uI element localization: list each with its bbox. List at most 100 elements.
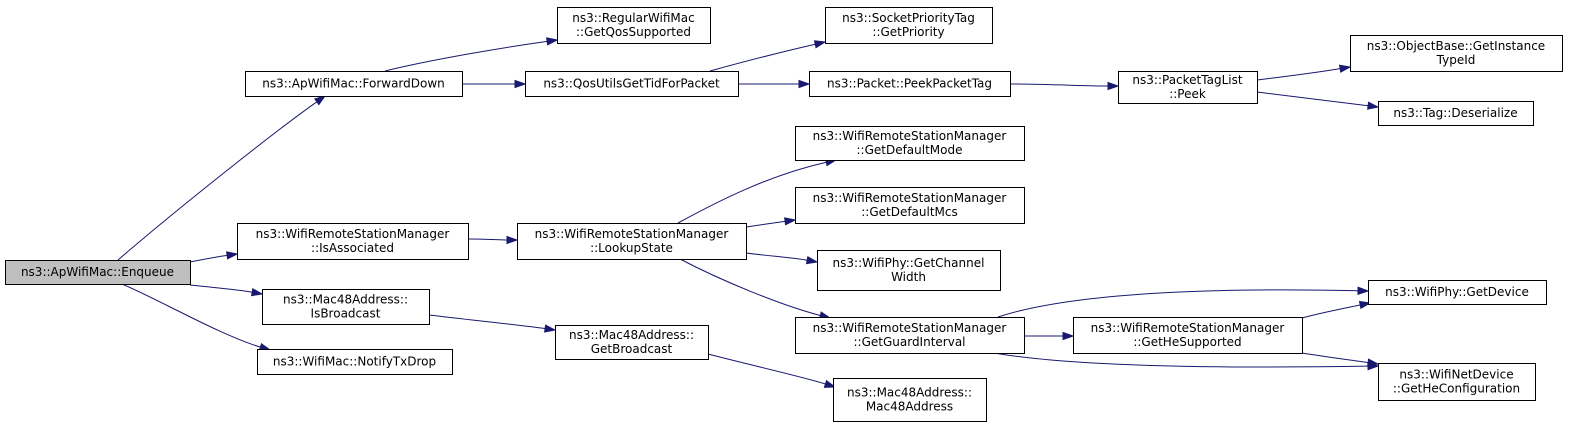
node-getGuardInterval[interactable]: ns3::WifiRemoteStationManager::GetGuardI… — [795, 317, 1025, 354]
node-box — [817, 250, 1001, 291]
node-label: ns3::WifiRemoteStationManager — [813, 191, 1007, 205]
arrowhead-icon — [1107, 81, 1120, 91]
node-label: ns3::WifiRemoteStationManager — [813, 321, 1007, 335]
edge-getTidForPacket-to-getPriority — [709, 40, 827, 72]
node-box — [517, 223, 747, 260]
edge-line — [1256, 68, 1341, 81]
node-enqueue[interactable]: ns3::ApWifiMac::Enqueue — [5, 260, 191, 285]
node-getDefaultMcs[interactable]: ns3::WifiRemoteStationManager::GetDefaul… — [795, 187, 1025, 224]
node-getBroadcast[interactable]: ns3::Mac48Address::GetBroadcast — [555, 325, 709, 360]
edge-line — [709, 43, 816, 72]
arrowhead-icon — [1367, 101, 1380, 110]
edge-tagListPeek-to-tagDeserialize — [1256, 91, 1380, 110]
node-label: ns3::WifiNetDevice — [1399, 368, 1513, 382]
node-box — [809, 71, 1011, 97]
node-getPriority[interactable]: ns3::SocketPriorityTag::GetPriority — [825, 7, 993, 44]
edge-line — [1256, 91, 1369, 107]
call-nodes: ns3::ApWifiMac::Enqueue ns3::ApWifiMac::F… — [5, 7, 1563, 422]
node-box — [245, 71, 463, 97]
node-isAssociated[interactable]: ns3::WifiRemoteStationManager::IsAssocia… — [237, 223, 469, 260]
edge-line — [189, 254, 228, 263]
arrowhead-icon — [1358, 300, 1372, 310]
edge-line — [997, 289, 1359, 318]
arrowhead-icon — [823, 379, 837, 388]
node-box — [1118, 71, 1258, 104]
edge-isAssociated-to-lookupState — [467, 235, 519, 245]
node-label: ns3::SocketPriorityTag — [842, 11, 975, 25]
node-box — [1378, 363, 1536, 401]
node-getDefaultMode[interactable]: ns3::WifiRemoteStationManager::GetDefaul… — [795, 126, 1025, 161]
node-label: ns3::WifiPhy::GetChannel — [833, 256, 985, 270]
node-label: ns3::RegularWifiMac — [572, 11, 694, 25]
call-edges — [117, 37, 1380, 388]
node-label: ::GetHeConfiguration — [1393, 382, 1520, 396]
node-label: ns3::WifiRemoteStationManager — [1091, 321, 1285, 335]
edge-getHeSupported-to-getHeConfiguration — [1301, 352, 1380, 367]
node-label: ::GetHeSupported — [1133, 335, 1241, 349]
node-mac48Address[interactable]: ns3::Mac48Address::Mac48Address — [833, 378, 987, 422]
node-box — [795, 187, 1025, 224]
edge-enqueue-to-forwardDown — [117, 95, 327, 261]
node-box — [525, 71, 739, 97]
edge-line — [993, 352, 1369, 368]
edge-getHeSupported-to-getDevice — [1301, 300, 1372, 319]
edge-tagListPeek-to-getInstanceTypeId — [1256, 64, 1352, 81]
node-label: ns3::ApWifiMac::ForwardDown — [262, 77, 445, 91]
node-label: IsBroadcast — [311, 307, 381, 321]
arrowhead-icon — [1062, 331, 1075, 341]
node-label: ns3::Tag::Deserialize — [1393, 106, 1517, 120]
edge-line — [745, 252, 808, 261]
arrowhead-icon — [1357, 286, 1370, 295]
edge-line — [707, 353, 826, 385]
node-label: ns3::ApWifiMac::Enqueue — [21, 265, 174, 279]
node-label: ::IsAssociated — [311, 241, 394, 255]
node-tagDeserialize[interactable]: ns3::Tag::Deserialize — [1378, 101, 1534, 126]
node-getQosSupported[interactable]: ns3::RegularWifiMac::GetQosSupported — [557, 7, 711, 44]
edge-getGuardInterval-to-getDevice — [997, 286, 1370, 318]
node-forwardDown[interactable]: ns3::ApWifiMac::ForwardDown — [245, 71, 463, 97]
node-box — [1073, 317, 1303, 354]
node-getTidForPacket[interactable]: ns3::QosUtilsGetTidForPacket — [525, 71, 739, 97]
edge-line — [121, 283, 261, 348]
node-tagListPeek[interactable]: ns3::PacketTagList::Peek — [1118, 71, 1258, 104]
edge-forwardDown-to-getTidForPacket — [462, 79, 527, 89]
edge-line — [189, 284, 253, 293]
edge-line — [677, 161, 827, 224]
edge-getBroadcast-to-mac48Address — [707, 353, 837, 388]
arrowhead-icon — [798, 79, 811, 89]
node-lookupState[interactable]: ns3::WifiRemoteStationManager::LookupSta… — [517, 223, 747, 260]
edge-enqueue-to-notifyTxDrop — [121, 283, 272, 352]
edge-line — [1301, 304, 1361, 319]
edge-line — [745, 220, 786, 228]
arrowhead-icon — [1338, 64, 1352, 73]
node-getHeConfiguration[interactable]: ns3::WifiNetDevice::GetHeConfiguration — [1378, 363, 1536, 401]
arrowhead-icon — [226, 251, 239, 260]
node-label: ::GetQosSupported — [576, 25, 691, 39]
node-label: ::GetDefaultMcs — [861, 205, 958, 219]
node-label: ::GetGuardInterval — [853, 335, 965, 349]
node-getDevice[interactable]: ns3::WifiPhy::GetDevice — [1368, 280, 1547, 305]
node-box — [795, 317, 1025, 354]
edge-getGuardInterval-to-getHeSupported — [1024, 331, 1075, 341]
node-getHeSupported[interactable]: ns3::WifiRemoteStationManager::GetHeSupp… — [1073, 317, 1303, 354]
edge-line — [679, 258, 821, 316]
node-label: ns3::Mac48Address:: — [283, 293, 408, 307]
node-box — [5, 260, 191, 285]
arrowhead-icon — [506, 235, 519, 245]
edge-lookupState-to-getDefaultMcs — [745, 217, 797, 228]
node-label: ::GetPriority — [872, 25, 944, 39]
node-label: GetBroadcast — [591, 342, 673, 356]
node-label: Mac48Address — [866, 400, 953, 414]
node-peekPacketTag[interactable]: ns3::Packet::PeekPacketTag — [809, 71, 1011, 97]
edge-line — [384, 40, 548, 72]
node-notifyTxDrop[interactable]: ns3::WifiMac::NotifyTxDrop — [257, 349, 453, 375]
node-box — [555, 325, 709, 360]
node-box — [833, 378, 987, 422]
node-isBroadcast[interactable]: ns3::Mac48Address::IsBroadcast — [262, 289, 430, 325]
node-box — [825, 7, 993, 44]
edge-forwardDown-to-getQosSupported — [384, 37, 559, 72]
node-label: ns3::Packet::PeekPacketTag — [827, 77, 992, 91]
edge-getTidForPacket-to-peekPacketTag — [738, 79, 811, 89]
